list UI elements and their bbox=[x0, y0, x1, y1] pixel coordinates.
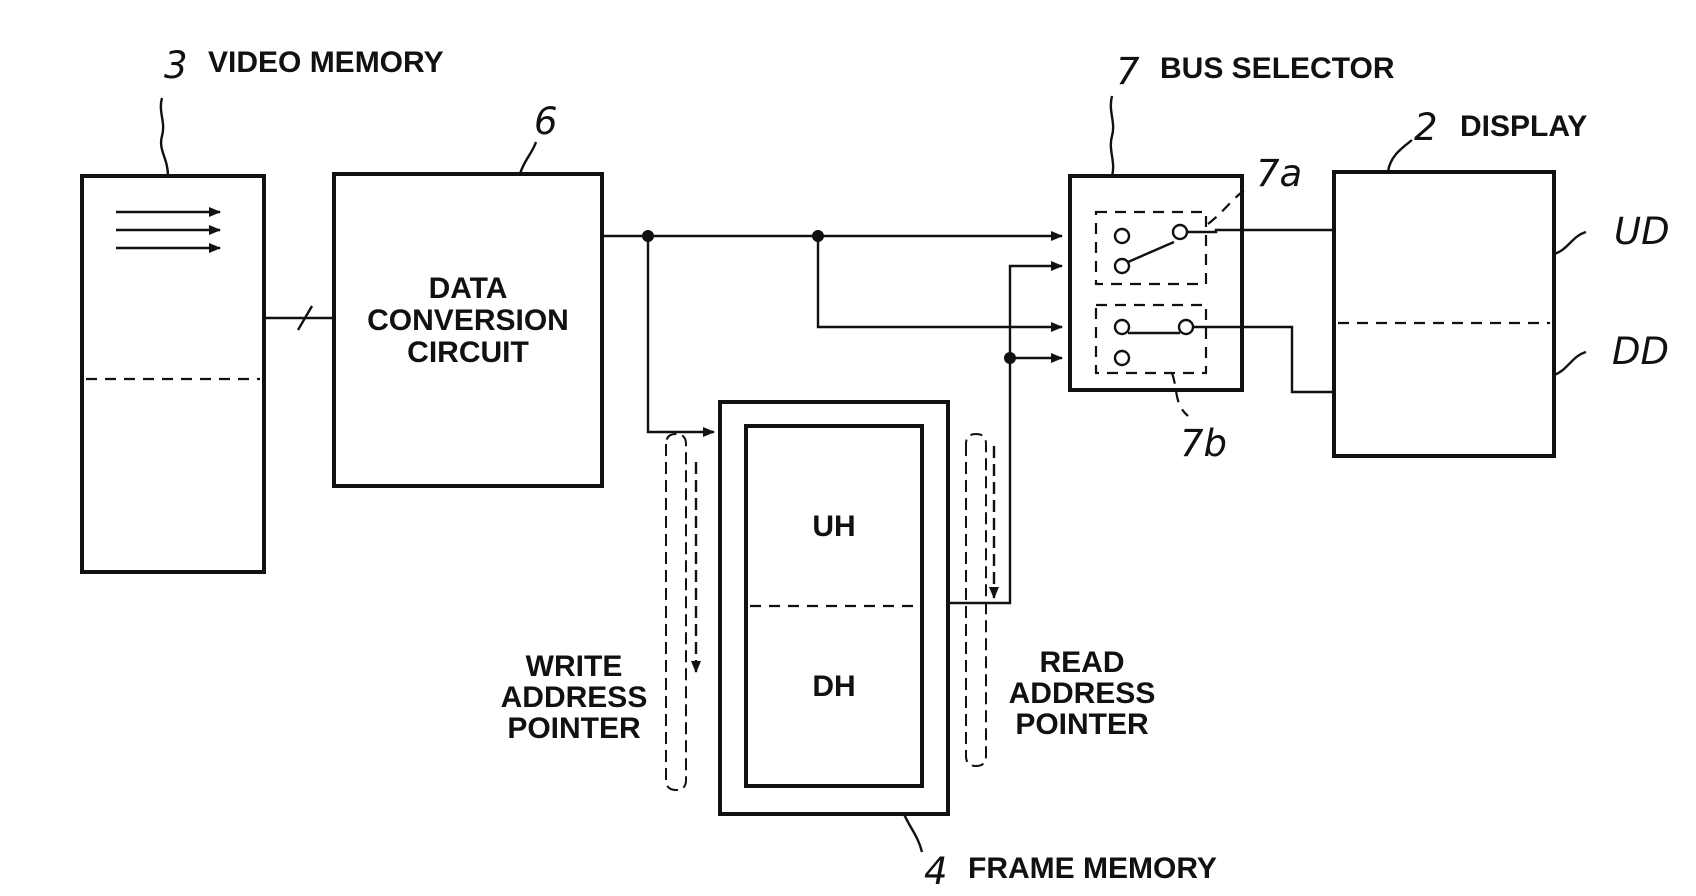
frame-memory-block bbox=[720, 402, 948, 852]
bus-selector-leader bbox=[1111, 96, 1113, 176]
write-address-pointer bbox=[666, 434, 696, 790]
conversion-text-line2: CONVERSION bbox=[367, 304, 569, 337]
switch-7b-label: 7b bbox=[1180, 422, 1227, 465]
bus-selector-label: BUS SELECTOR bbox=[1160, 52, 1395, 85]
conversion-leader bbox=[520, 142, 536, 174]
video-memory-leader bbox=[161, 98, 168, 176]
display-dd-leader bbox=[1554, 352, 1586, 375]
write-pointer-text-line1: WRITE bbox=[526, 650, 623, 683]
display-label: DISPLAY bbox=[1460, 110, 1587, 143]
display-block bbox=[1334, 140, 1586, 456]
write-pointer-text-line2: ADDRESS bbox=[501, 681, 648, 714]
display-lower-label: DD bbox=[1612, 330, 1669, 373]
frame-memory-leader bbox=[904, 814, 922, 852]
frame-memory-label: FRAME MEMORY bbox=[968, 852, 1217, 885]
video-memory-block bbox=[82, 98, 264, 572]
frame-memory-upper-label: UH bbox=[812, 510, 855, 543]
display-number: 2 bbox=[1414, 106, 1438, 149]
video-memory-label: VIDEO MEMORY bbox=[208, 46, 444, 79]
display-ud-leader bbox=[1554, 232, 1586, 254]
read-address-pointer bbox=[966, 434, 994, 766]
frame-memory-lower-label: DH bbox=[812, 670, 855, 703]
bus-selector-block bbox=[1070, 96, 1248, 416]
display-leader bbox=[1388, 140, 1412, 172]
write-pointer-text-line3: POINTER bbox=[507, 712, 641, 745]
conversion-text-line3: CIRCUIT bbox=[407, 336, 529, 369]
bus-selector-number: 7 bbox=[1116, 50, 1140, 93]
conversion-number: 6 bbox=[534, 100, 558, 143]
conversion-text-line1: DATA bbox=[429, 272, 508, 305]
video-memory-number: 3 bbox=[164, 44, 188, 87]
read-pointer-text-line3: POINTER bbox=[1015, 708, 1149, 741]
read-pointer-text-line2: ADDRESS bbox=[1009, 677, 1156, 710]
display-upper-label: UD bbox=[1614, 210, 1670, 253]
read-pointer-text-line1: READ bbox=[1039, 646, 1124, 679]
switch-7a-label: 7a bbox=[1256, 152, 1302, 195]
frame-memory-number: 4 bbox=[924, 850, 948, 893]
